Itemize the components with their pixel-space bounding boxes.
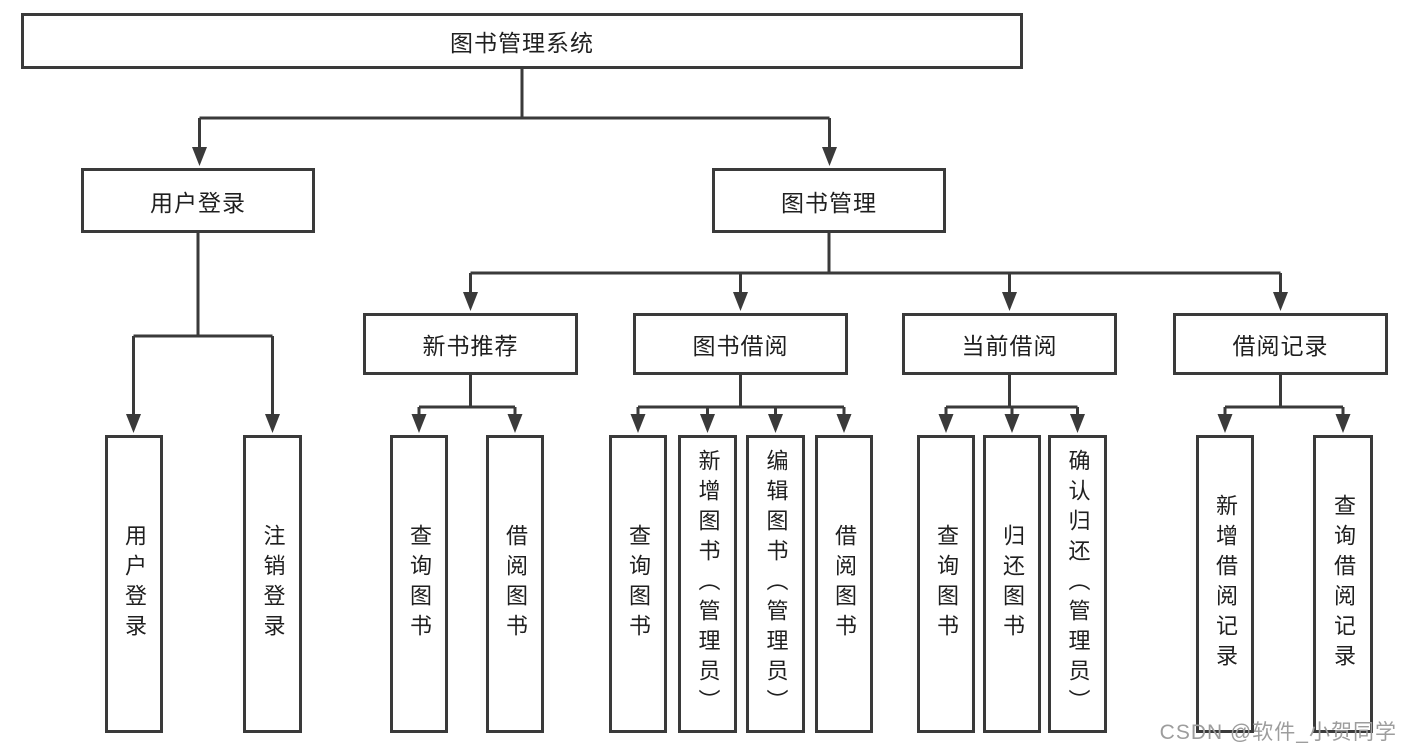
node-label: 注销登录 (260, 524, 286, 644)
node-bb-edit-books-admin: 编辑图书（管理员） (746, 435, 805, 733)
node-cb-return-books: 归还图书 (983, 435, 1041, 733)
node-leaf-user-login: 用户登录 (105, 435, 163, 733)
node-label: 查询借阅记录 (1331, 494, 1356, 674)
node-label: 确认归还（管理员） (1065, 449, 1091, 719)
node-nb-borrow-books: 借阅图书 (486, 435, 544, 733)
node-br-query-record: 查询借阅记录 (1313, 435, 1373, 733)
node-leaf-logout: 注销登录 (243, 435, 302, 733)
node-bb-borrow-books: 借阅图书 (815, 435, 873, 733)
node-label: 编辑图书（管理员） (763, 449, 789, 719)
node-label: 查询图书 (407, 524, 432, 644)
node-label: 查询图书 (626, 524, 651, 644)
node-cb-query-books: 查询图书 (917, 435, 975, 733)
node-label: 借阅图书 (832, 524, 857, 644)
node-current-borrowing: 当前借阅 (902, 313, 1117, 375)
node-bb-add-books-admin: 新增图书（管理员） (678, 435, 737, 733)
node-library-management-system: 图书管理系统 (21, 13, 1023, 69)
node-label: 归还图书 (1000, 524, 1025, 644)
node-br-add-record: 新增借阅记录 (1196, 435, 1254, 733)
node-label: 用户登录 (122, 524, 147, 644)
node-book-borrowing: 图书借阅 (633, 313, 848, 375)
node-label: 新增图书（管理员） (695, 449, 721, 719)
node-label: 查询图书 (934, 524, 959, 644)
node-label: 新增借阅记录 (1213, 494, 1238, 674)
node-borrowing-records: 借阅记录 (1173, 313, 1388, 375)
node-nb-query-books: 查询图书 (390, 435, 448, 733)
watermark-csdn: CSDN @软件_小贺同学 (1159, 721, 1397, 744)
node-new-book-recommend: 新书推荐 (363, 313, 578, 375)
node-cb-confirm-return-admin: 确认归还（管理员） (1048, 435, 1107, 733)
node-book-management: 图书管理 (712, 168, 946, 233)
node-user-login: 用户登录 (81, 168, 315, 233)
node-bb-query-books: 查询图书 (609, 435, 667, 733)
node-label: 借阅图书 (503, 524, 528, 644)
